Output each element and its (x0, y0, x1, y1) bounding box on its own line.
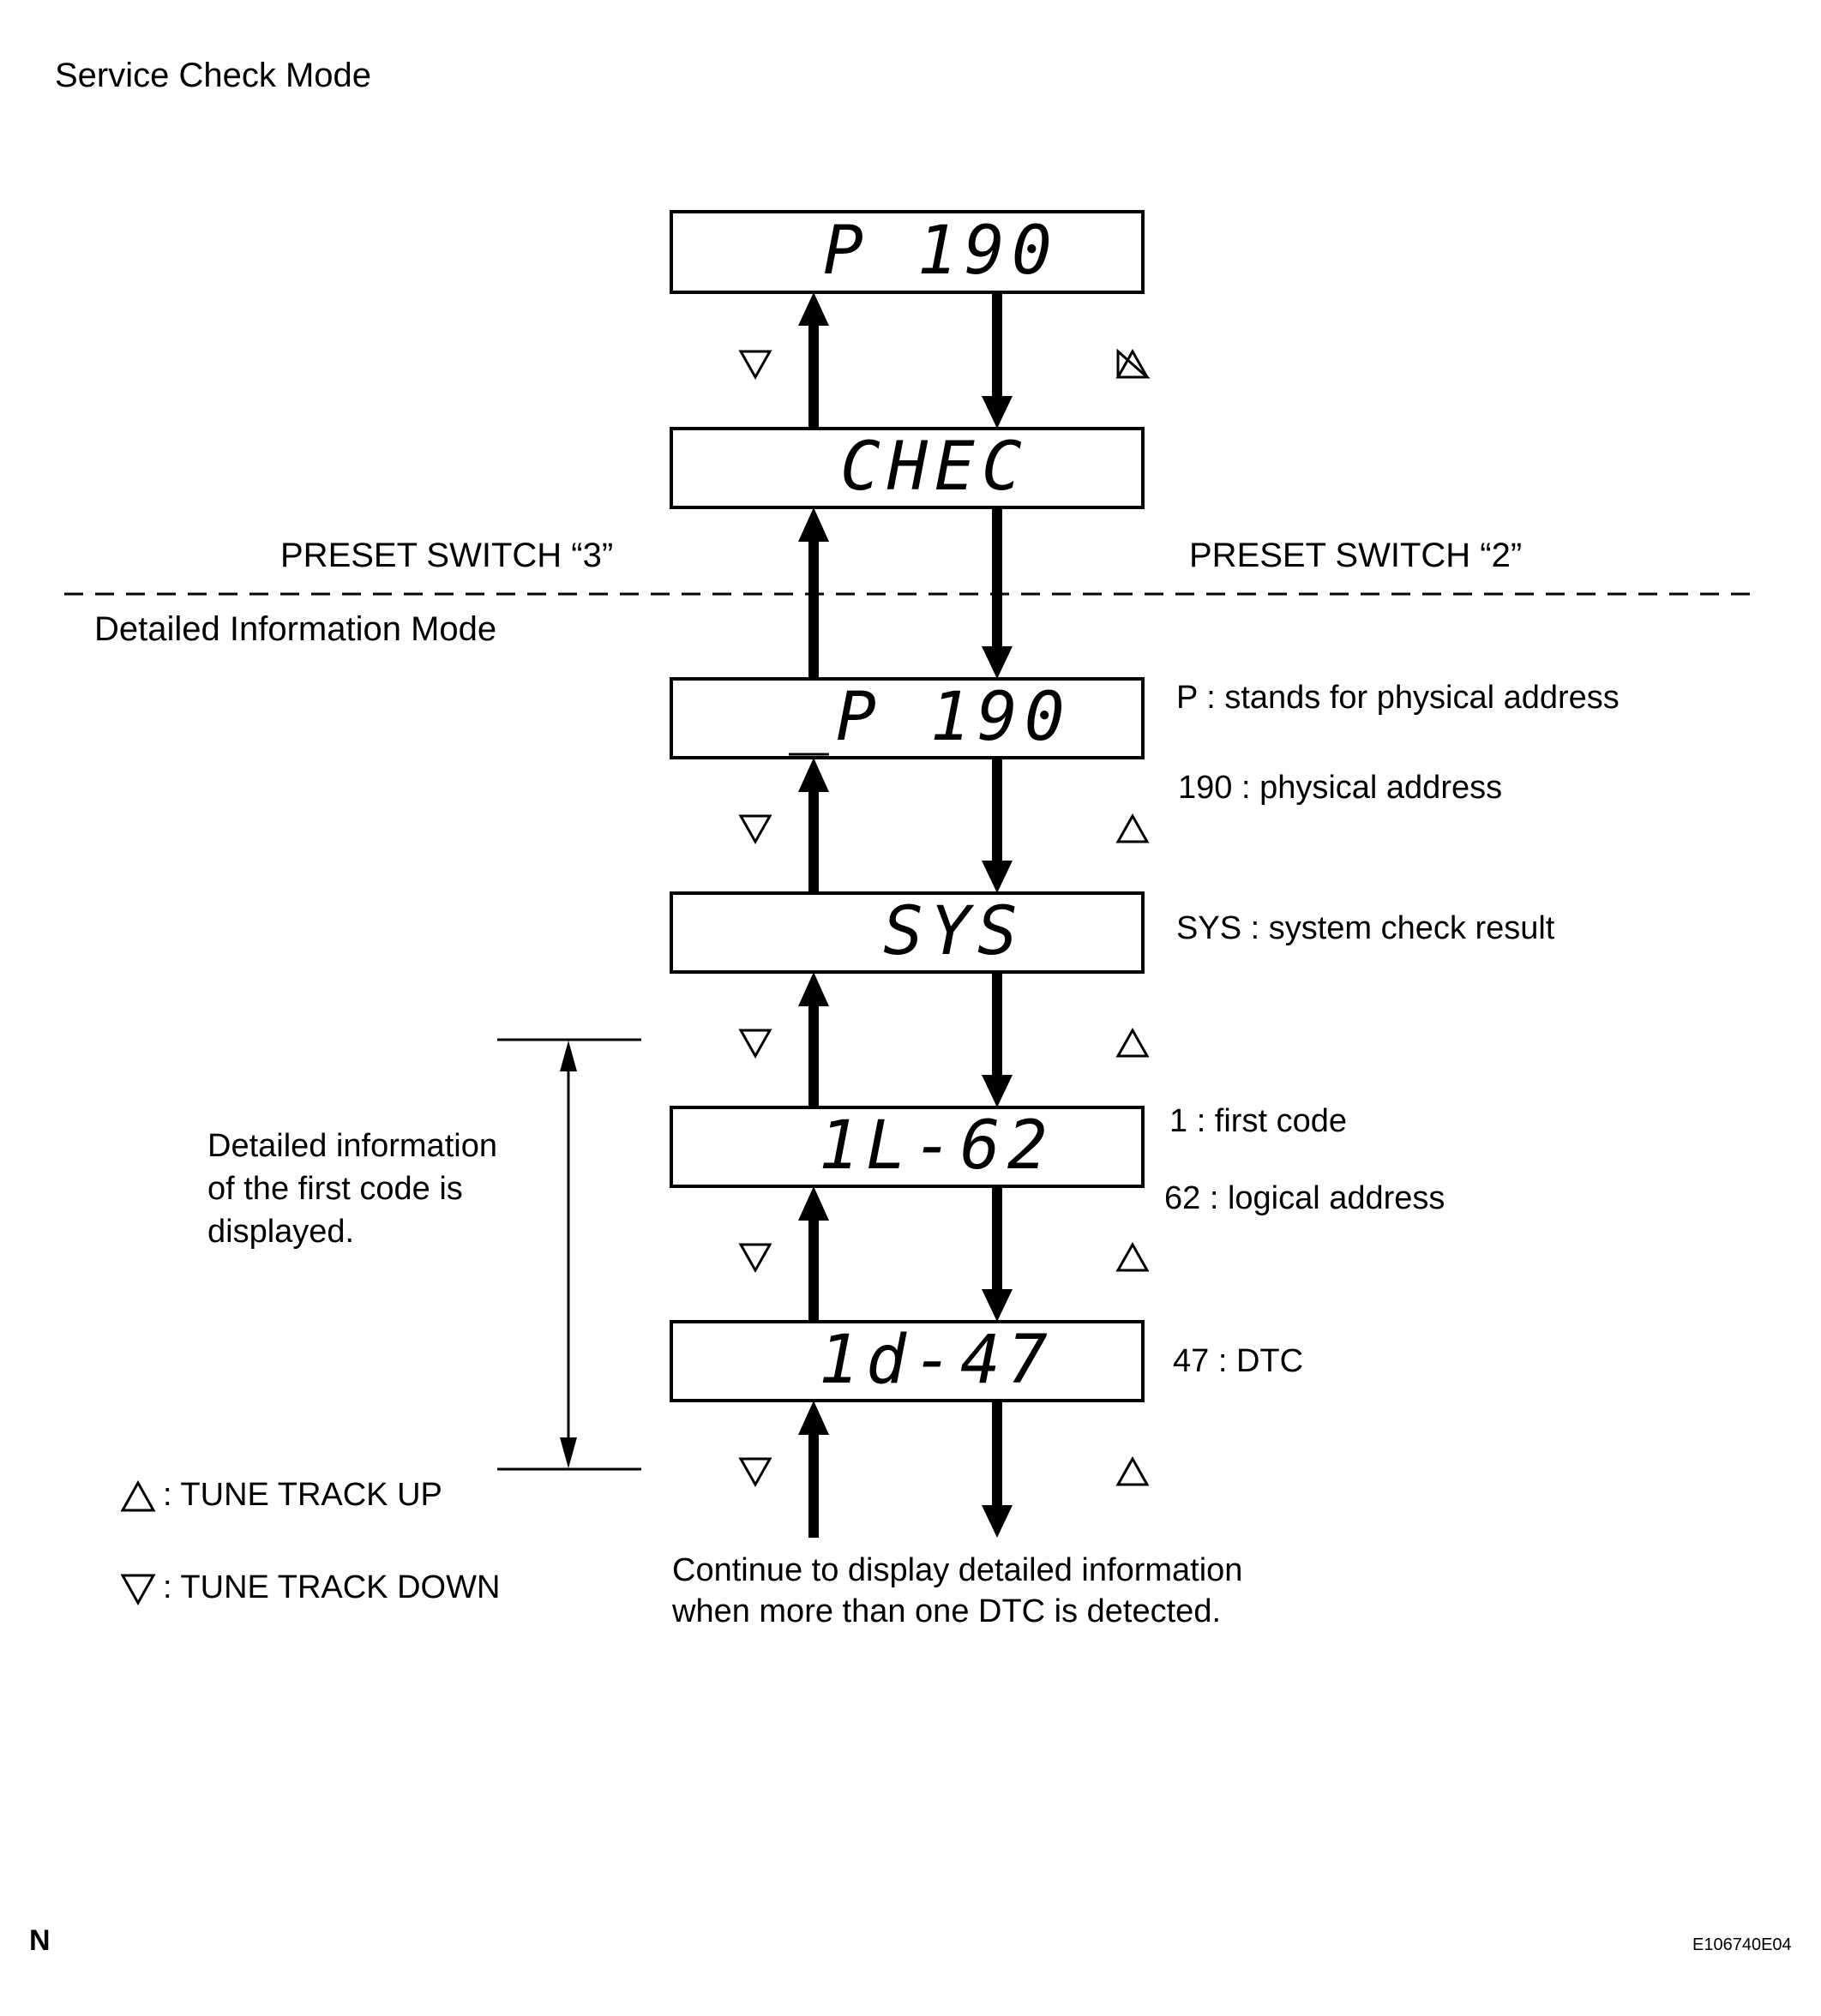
triangle-down-icon (738, 350, 772, 381)
display-box-p190 (670, 210, 1145, 294)
preset-switch-left-label: PRESET SWITCH “3” (280, 537, 614, 574)
up-arrow-head (798, 507, 829, 542)
display-text-p190: P 190 (823, 213, 1059, 290)
up-arrow-shaft (808, 998, 819, 1107)
triangle-down-icon (738, 1029, 772, 1059)
legend-up-label: : TUNE TRACK UP (163, 1477, 442, 1513)
up-arrow-head (798, 292, 829, 326)
display-text-first-code: 1L-62 (819, 1107, 1055, 1185)
up-arrow-head (798, 1401, 829, 1435)
up-arrow-shaft (808, 317, 819, 429)
detailed-mode-title: Detailed Information Mode (94, 610, 497, 648)
bracket-arrow-bottom (560, 1437, 577, 1468)
display-box-sys (670, 891, 1145, 974)
annotation-physical-address: 190 : physical address (1178, 770, 1503, 806)
annotation-first-code: 1 : first code (1169, 1103, 1347, 1139)
up-arrow-shaft (808, 783, 819, 893)
legend-up-triangle-icon (120, 1479, 156, 1512)
bracket-arrow-top (560, 1041, 577, 1071)
figure-id: E106740E04 (1692, 1935, 1792, 1954)
down-arrow-shaft (992, 1401, 1002, 1512)
triangle-up-icon (1115, 1455, 1150, 1486)
down-arrow-shaft (992, 758, 1002, 867)
annotation-logical-address: 62 : logical address (1164, 1180, 1445, 1216)
display-box-first-code (670, 1106, 1145, 1188)
up-arrow-head (798, 1186, 829, 1221)
triangle-up-markers (1115, 348, 1151, 1486)
continue-note: Continue to display detailed information… (672, 1552, 1243, 1629)
down-arrow-head (982, 396, 1013, 429)
triangle-down-icon (738, 1243, 772, 1274)
legend-down-triangle-icon (120, 1574, 156, 1606)
down-arrow-head (982, 861, 1013, 893)
triangle-down-icon (738, 1457, 772, 1488)
down-arrow-shaft (992, 292, 1002, 402)
triangle-up-icon (1115, 348, 1150, 379)
triangle-up-icon (1115, 813, 1150, 843)
display-text-sys: SYS (883, 893, 1025, 970)
up-arrow-shaft (808, 533, 819, 679)
corner-letter: N (29, 1924, 51, 1957)
triangle-down-markers (738, 350, 772, 1488)
legend-down-label: : TUNE TRACK DOWN (163, 1569, 501, 1605)
annotation-dtc: 47 : DTC (1173, 1343, 1304, 1379)
up-arrow-shaft (808, 1426, 819, 1538)
down-arrow-shaft (992, 972, 1002, 1082)
down-arrow-head (982, 646, 1013, 679)
triangle-up-icon (1115, 1027, 1150, 1058)
page-title: Service Check Mode (55, 57, 372, 94)
bracket-note: Detailed information of the first code i… (207, 1128, 497, 1250)
triangle-down-icon (738, 814, 772, 845)
display-text-chec: CHEC (840, 429, 1029, 506)
triangle-up-icon (1115, 1241, 1150, 1272)
display-text-physical-address: _P 190 (789, 679, 1072, 756)
up-arrow-head (798, 758, 829, 792)
display-box-dtc (670, 1320, 1145, 1402)
annotation-sys: SYS : system check result (1176, 910, 1555, 946)
down-arrow-head (982, 1075, 1013, 1107)
down-arrows (982, 292, 1013, 1538)
down-arrow-head (982, 1505, 1013, 1538)
annotation-p-label: P : stands for physical address (1176, 680, 1620, 716)
up-arrow-shaft (808, 1212, 819, 1322)
down-arrow-shaft (992, 1186, 1002, 1296)
triangle-up-icon (1116, 348, 1151, 379)
down-arrow-head (982, 1289, 1013, 1322)
display-box-chec (670, 427, 1145, 509)
display-text-dtc: 1d-47 (819, 1322, 1055, 1399)
display-box-physical-address (670, 677, 1145, 759)
up-arrows (798, 292, 829, 1538)
preset-switch-right-label: PRESET SWITCH “2” (1189, 537, 1523, 574)
up-arrow-head (798, 972, 829, 1006)
down-arrow-shaft (992, 507, 1002, 653)
